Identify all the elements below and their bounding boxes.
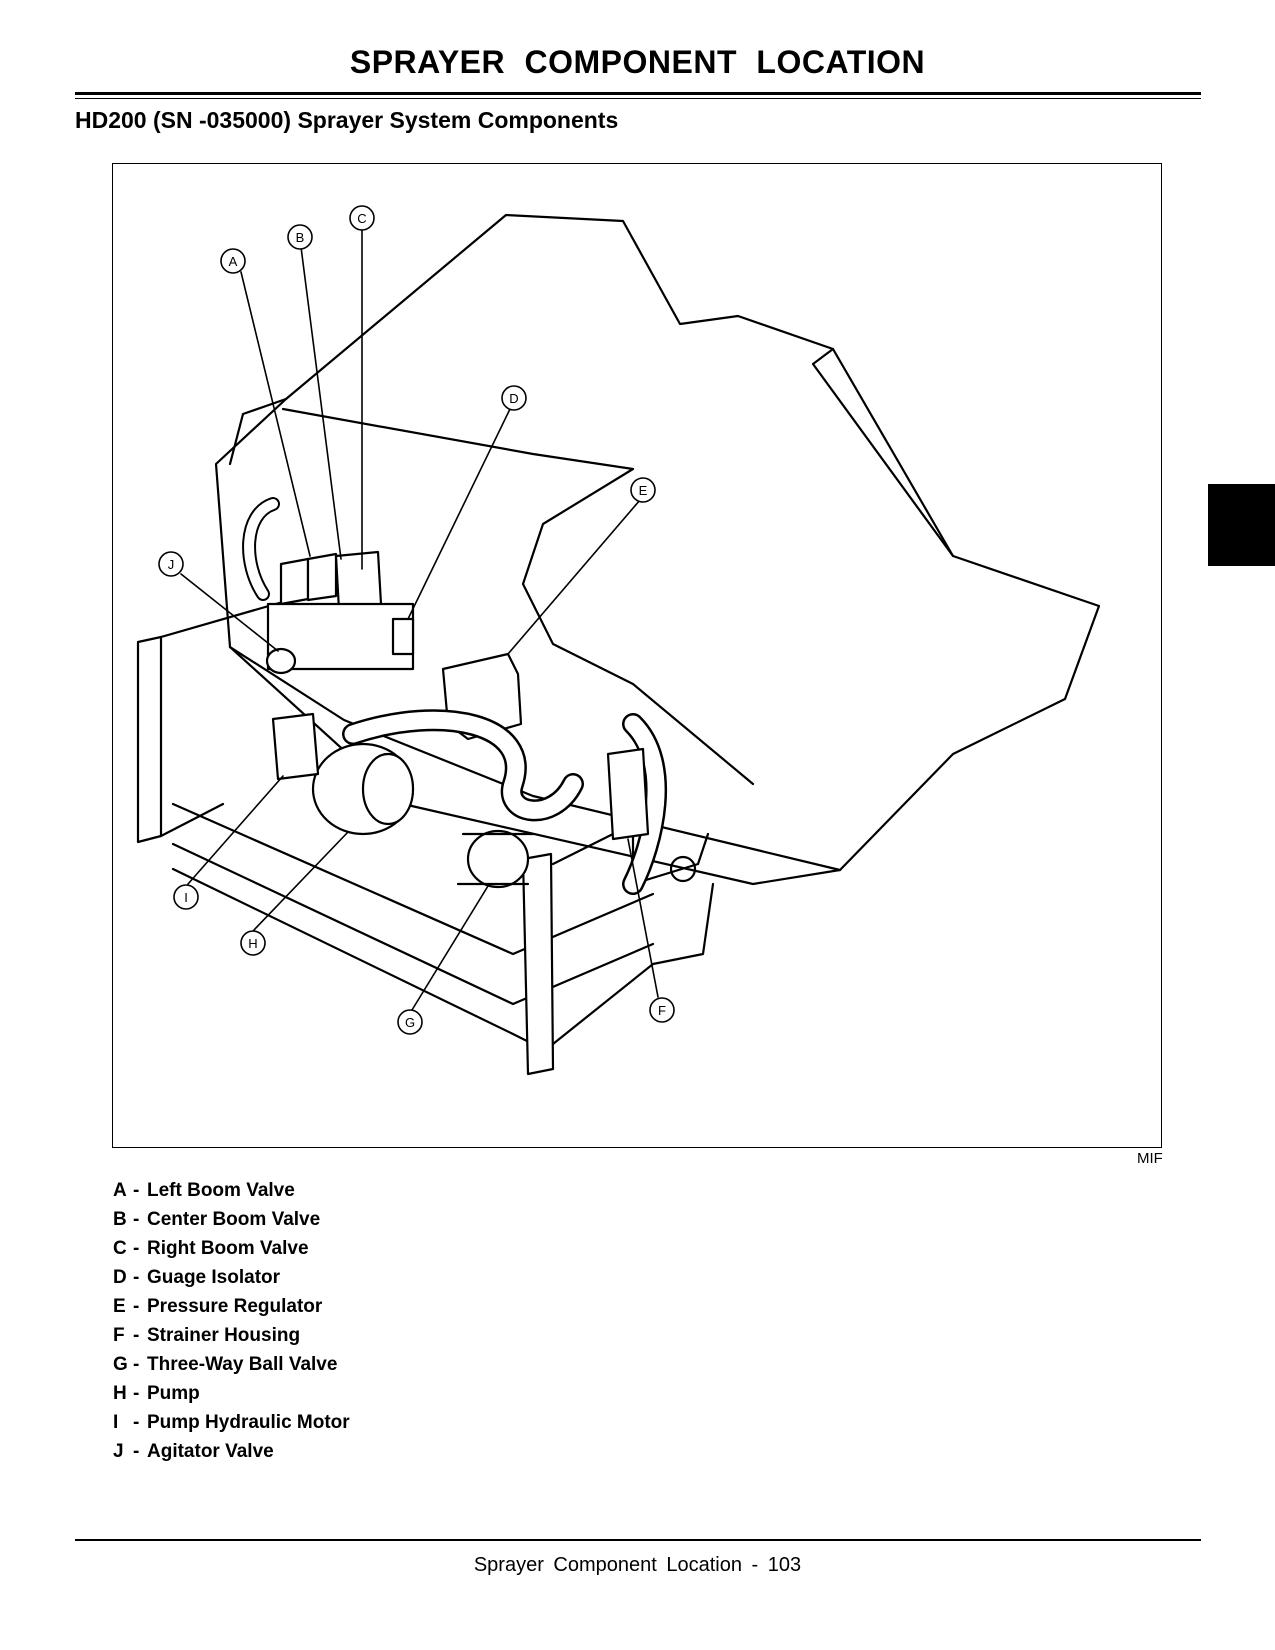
leader-a (240, 271, 311, 557)
pump-cover (361, 752, 415, 826)
boom-valve-right (334, 550, 383, 612)
callout-circle-c (349, 205, 375, 231)
leader-j (180, 573, 279, 652)
legend-text: Right Boom Valve (147, 1238, 309, 1259)
callout-circle-b (287, 224, 313, 250)
legend-item-i: I-Pump Hydraulic Motor (113, 1412, 350, 1433)
legend-text: Guage Isolator (147, 1267, 281, 1288)
leader-d (407, 408, 511, 620)
legend-item-e: E-Pressure Regulator (113, 1296, 323, 1317)
title-rule-thin (75, 98, 1201, 99)
page-footer: Sprayer Component Location - 103 (473, 1554, 802, 1576)
callout-circle-e (630, 477, 656, 503)
legend-letter: H (113, 1383, 127, 1404)
callout-j: J (168, 557, 175, 572)
component-diagram: A B C D E F G H I J (112, 163, 1162, 1148)
leader-h (252, 831, 349, 932)
legend-letter: G (113, 1354, 128, 1375)
hose-right-inner (624, 715, 665, 893)
gauge-isolator (391, 617, 415, 656)
legend-text: Pressure Regulator (147, 1296, 323, 1317)
callout-circle-h (240, 930, 266, 956)
frame-right-plate (521, 852, 555, 1076)
section-subtitle: HD200 (SN -035000) Sprayer System Compon… (75, 107, 619, 133)
callout-e: E (639, 483, 648, 498)
legend-text: Strainer Housing (147, 1325, 301, 1346)
legend-text: Pump Hydraulic Motor (147, 1412, 350, 1433)
ball-valve-fitting (456, 832, 535, 886)
legend-item-c: C-Right Boom Valve (113, 1238, 309, 1259)
legend-letter: B (113, 1209, 127, 1230)
hitch-pin (669, 855, 697, 883)
callout-circle-i (173, 884, 199, 910)
legend-text: Center Boom Valve (147, 1209, 321, 1230)
valve-manifold (266, 602, 415, 671)
leader-e (507, 499, 641, 655)
callout-b: B (296, 230, 305, 245)
legend-item-d: D-Guage Isolator (113, 1267, 281, 1288)
leader-b (300, 246, 342, 560)
legend-letter: F (113, 1325, 125, 1346)
tank-outline (214, 213, 1101, 872)
hose-main-inner (344, 711, 582, 819)
agitator-valve (265, 647, 297, 675)
legend-text: Agitator Valve (147, 1441, 274, 1462)
legend-letter: C (113, 1238, 127, 1259)
leader-g (411, 885, 489, 1011)
legend-item-j: J-Agitator Valve (113, 1441, 274, 1462)
callout-c: C (357, 211, 366, 226)
sprayer-illustration: A B C D E F G H I J (136, 205, 1101, 1076)
leader-i (187, 775, 284, 885)
callout-g: G (405, 1015, 415, 1030)
legend-letter: E (113, 1296, 126, 1317)
legend-letter: D (113, 1267, 127, 1288)
boom-valve-center (306, 552, 338, 602)
callout-a: A (229, 254, 238, 269)
tank-ridge (228, 347, 955, 786)
frame-left-plate (136, 635, 163, 844)
callout-circle-d (501, 385, 527, 411)
leader-f (627, 838, 659, 998)
legend-text: Three-Way Ball Valve (147, 1354, 338, 1375)
callout-i: I (184, 890, 188, 905)
legend-item-h: H-Pump (113, 1383, 200, 1404)
callout-d: D (509, 391, 518, 406)
legend-item-f: F-Strainer Housing (113, 1325, 301, 1346)
callout-circle-f (649, 997, 675, 1023)
callout-circle-j (158, 551, 184, 577)
component-legend: A-Left Boom Valve B-Center Boom Valve C-… (113, 1180, 350, 1470)
figure-code: MIF (1137, 1150, 1163, 1167)
callout-circle-g (397, 1009, 423, 1035)
legend-letter: A (113, 1180, 127, 1201)
legend-item-a: A-Left Boom Valve (113, 1180, 295, 1201)
legend-item-b: B-Center Boom Valve (113, 1209, 321, 1230)
frame-box (159, 597, 655, 1046)
boom-valve-left (279, 557, 310, 606)
callout-circle-a (220, 248, 246, 274)
callout-h: H (248, 936, 257, 951)
title-rule-thick (75, 92, 1201, 95)
section-thumb-tab (1208, 484, 1275, 566)
legend-letter: J (113, 1441, 124, 1462)
strainer-housing (606, 747, 650, 841)
three-way-ball-valve (466, 829, 530, 889)
legend-text: Pump (147, 1383, 200, 1404)
legend-item-g: G-Three-Way Ball Valve (113, 1354, 338, 1375)
legend-text: Left Boom Valve (147, 1180, 295, 1201)
callout-group (158, 205, 675, 1035)
tank-lower-edge (228, 645, 842, 886)
callout-f: F (658, 1003, 666, 1018)
hose-left-loop-inner (244, 499, 278, 599)
legend-letter: I (113, 1412, 119, 1433)
pump-hydraulic-motor (271, 712, 320, 781)
footer-rule (75, 1539, 1201, 1541)
page-title: SPRAYER COMPONENT LOCATION (349, 44, 926, 80)
